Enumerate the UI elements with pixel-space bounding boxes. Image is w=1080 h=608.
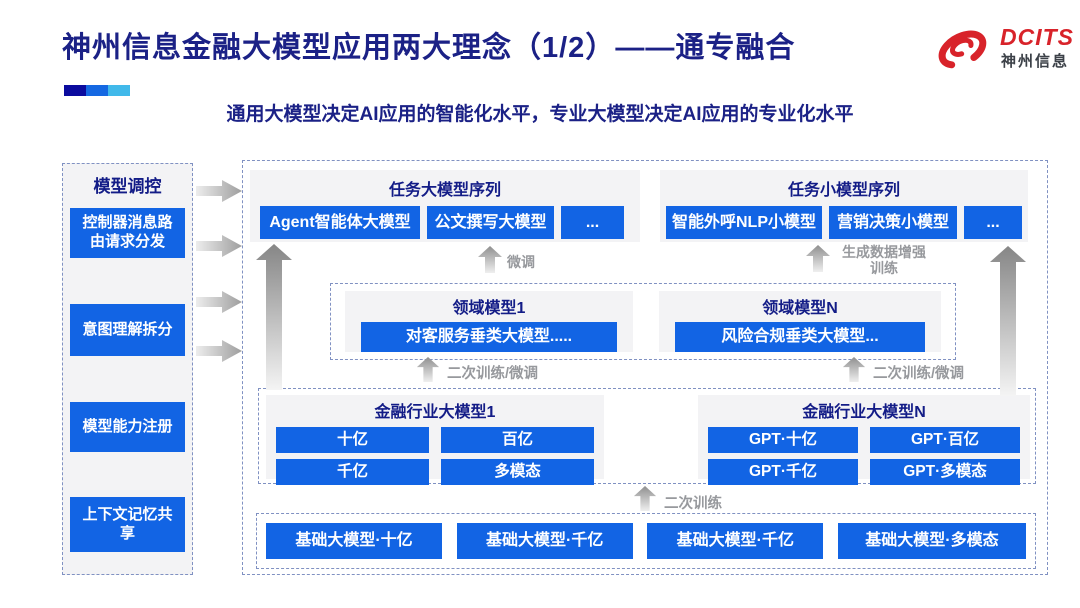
node-more-large-models: ... [561, 206, 624, 239]
node-outbound-nlp-model: 智能外呼NLP小模型 [666, 206, 822, 239]
node-marketing-decision-model: 营销决策小模型 [829, 206, 957, 239]
finetune-label: 微调 [507, 254, 535, 270]
node-100b-model: 千亿 [276, 459, 429, 485]
task-large-title: 任务大模型序列 [388, 182, 501, 199]
flow-right-arrow-icon [196, 340, 242, 362]
gen-data-training-label: 生成数据增强训练 [842, 244, 926, 277]
node-document-writing-model: 公文撰写大模型 [427, 206, 554, 239]
task-large-model-panel: 任务大模型序列 Agent智能体大模型 公文撰写大模型 ... [250, 170, 640, 242]
flow-right-arrow-icon [196, 235, 242, 257]
gen-data-arrow-icon [806, 245, 830, 272]
domain-model-n-title: 领域模型N [762, 300, 838, 317]
retrain-finetune-arrow-icon [842, 357, 866, 382]
industry-model-1-title: 金融行业大模型1 [374, 404, 496, 421]
node-base-model-100b: 基础大模型·千亿 [456, 523, 633, 559]
task-small-title: 任务小模型序列 [787, 182, 900, 199]
node-multimodal-model: 多模态 [441, 459, 594, 485]
node-base-model-1b: 基础大模型·十亿 [266, 523, 442, 559]
model-control-sidebar: 模型调控 控制器消息路由请求分发 意图理解拆分 模型能力注册 上下文记忆共享 [62, 163, 193, 575]
node-customer-service-vertical-model: 对客服务垂类大模型..... [361, 322, 617, 352]
sidebar-title: 模型调控 [93, 177, 162, 196]
retrain-finetune-label-right: 二次训练/微调 [873, 366, 965, 382]
task-small-model-panel: 任务小模型序列 智能外呼NLP小模型 营销决策小模型 ... [660, 170, 1028, 242]
node-gpt-10b-model: GPT·百亿 [870, 427, 1020, 453]
base-model-box: 基础大模型·十亿 基础大模型·千亿 基础大模型·千亿 基础大模型·多模态 [256, 513, 1036, 569]
node-more-small-models: ... [964, 206, 1022, 239]
domain-model-1-panel: 领域模型1 对客服务垂类大模型..... [345, 291, 633, 352]
retrain-finetune-arrow-icon [416, 357, 440, 382]
node-gpt-multimodal-model: GPT·多模态 [870, 459, 1020, 485]
domain-model-n-panel: 领域模型N 风险合规垂类大模型... [659, 291, 941, 352]
retrain-arrow-icon [633, 486, 657, 511]
node-gpt-100b-model: GPT·千亿 [708, 459, 858, 485]
node-1b-model: 十亿 [276, 427, 429, 453]
sidebar-item-message-routing: 控制器消息路由请求分发 [70, 208, 185, 258]
title-accent-bar [64, 85, 130, 96]
domain-model-box: 领域模型1 对客服务垂类大模型..... 领域模型N 风险合规垂类大模型... [330, 283, 956, 360]
flow-right-arrow-icon [196, 180, 242, 202]
big-up-arrow-icon [990, 246, 1026, 396]
big-up-arrow-icon [256, 244, 292, 390]
sidebar-item-intent-split: 意图理解拆分 [70, 304, 185, 356]
node-base-model-100b-2: 基础大模型·千亿 [647, 523, 824, 559]
node-agent-large-model: Agent智能体大模型 [260, 206, 420, 239]
industry-model-1-panel: 金融行业大模型1 十亿 百亿 千亿 多模态 [266, 395, 604, 485]
sidebar-item-context-memory: 上下文记忆共享 [70, 497, 185, 552]
sidebar-item-capability-register: 模型能力注册 [70, 402, 185, 452]
industry-model-n-title: 金融行业大模型N [802, 404, 926, 421]
industry-model-box: 金融行业大模型1 十亿 百亿 千亿 多模态 金融行业大模型N GPT·十亿 GP… [258, 388, 1036, 485]
logo-brand-cn-text: 神州信息 [1001, 53, 1070, 70]
domain-model-1-title: 领域模型1 [452, 300, 526, 317]
logo-brand-text: DCITS [1000, 24, 1074, 50]
page-subtitle: 通用大模型决定AI应用的智能化水平，专业大模型决定AI应用的专业化水平 [226, 104, 854, 125]
node-risk-compliance-vertical-model: 风险合规垂类大模型... [675, 322, 925, 352]
finetune-arrow-icon [478, 246, 502, 273]
retrain-finetune-label-left: 二次训练/微调 [447, 366, 539, 382]
node-gpt-1b-model: GPT·十亿 [708, 427, 858, 453]
retrain-label: 二次训练 [664, 496, 722, 512]
industry-model-n-panel: 金融行业大模型N GPT·十亿 GPT·百亿 GPT·千亿 GPT·多模态 [698, 395, 1030, 485]
node-10b-model: 百亿 [441, 427, 594, 453]
flow-right-arrow-icon [196, 291, 242, 313]
dcits-logo-icon [936, 20, 996, 79]
page-title: 神州信息金融大模型应用两大理念（1/2）——通专融合 [62, 32, 796, 64]
node-base-model-multimodal: 基础大模型·多模态 [837, 523, 1026, 559]
